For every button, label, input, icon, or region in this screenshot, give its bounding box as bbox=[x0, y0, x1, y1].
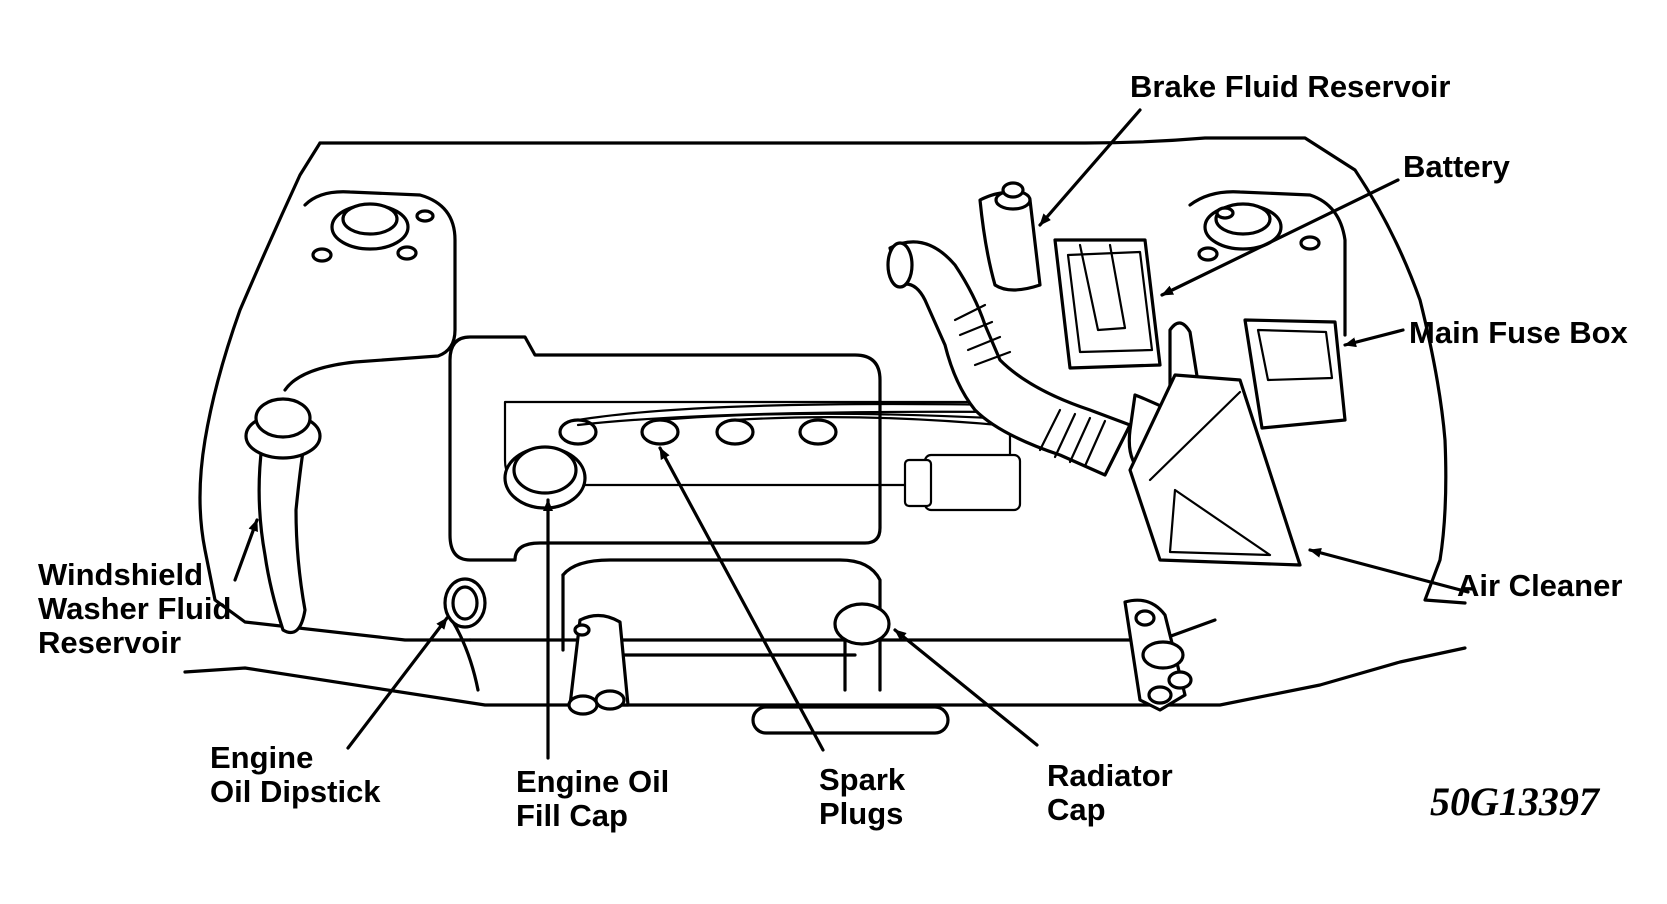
radiator-area bbox=[561, 558, 891, 716]
label-washer-line2: Washer Fluid bbox=[38, 591, 231, 626]
leader-brake-fluid bbox=[1038, 108, 1142, 227]
brake-fluid-reservoir bbox=[978, 181, 1042, 292]
label-battery: Battery bbox=[1403, 149, 1511, 184]
leader-washer bbox=[233, 518, 259, 582]
leader-spark-plugs bbox=[658, 446, 825, 752]
leader-fuse-box bbox=[1343, 328, 1405, 348]
label-dipstick-line2: Oil Dipstick bbox=[210, 774, 381, 809]
label-fill-cap-line1: Engine Oil bbox=[516, 764, 669, 799]
label-spark-line2: Plugs bbox=[819, 796, 903, 831]
left-strut-tower bbox=[283, 190, 457, 392]
right-strut-tower bbox=[1188, 190, 1347, 337]
label-brake-fluid-reservoir: Brake Fluid Reservoir bbox=[1130, 69, 1450, 104]
main-fuse-box bbox=[1243, 318, 1347, 430]
label-radiator-line2: Cap bbox=[1047, 792, 1106, 827]
leader-battery bbox=[1160, 178, 1400, 297]
label-dipstick-line1: Engine bbox=[210, 740, 313, 775]
leader-air-cleaner bbox=[1308, 547, 1470, 594]
leader-dipstick bbox=[346, 616, 449, 750]
leader-lines bbox=[233, 108, 1470, 760]
dipstick-tube bbox=[443, 577, 487, 692]
label-air-cleaner: Air Cleaner bbox=[1457, 568, 1622, 603]
battery bbox=[1053, 238, 1162, 370]
label-washer-line3: Reservoir bbox=[38, 625, 181, 660]
label-washer-line1: Windshield bbox=[38, 557, 203, 592]
label-radiator-line1: Radiator bbox=[1047, 758, 1173, 793]
label-spark-line1: Spark bbox=[819, 762, 906, 797]
figure-code: 50G13397 bbox=[1430, 779, 1601, 824]
leader-radiator bbox=[893, 628, 1039, 747]
callout-labels: Brake Fluid Reservoir Battery Main Fuse … bbox=[38, 69, 1629, 833]
right-mount-bracket bbox=[1123, 598, 1193, 712]
engine-block bbox=[448, 335, 1022, 562]
air-cleaner bbox=[1128, 373, 1302, 567]
label-fill-cap-line2: Fill Cap bbox=[516, 798, 628, 833]
washer-fluid-reservoir bbox=[244, 397, 322, 635]
label-main-fuse-box: Main Fuse Box bbox=[1409, 315, 1629, 350]
